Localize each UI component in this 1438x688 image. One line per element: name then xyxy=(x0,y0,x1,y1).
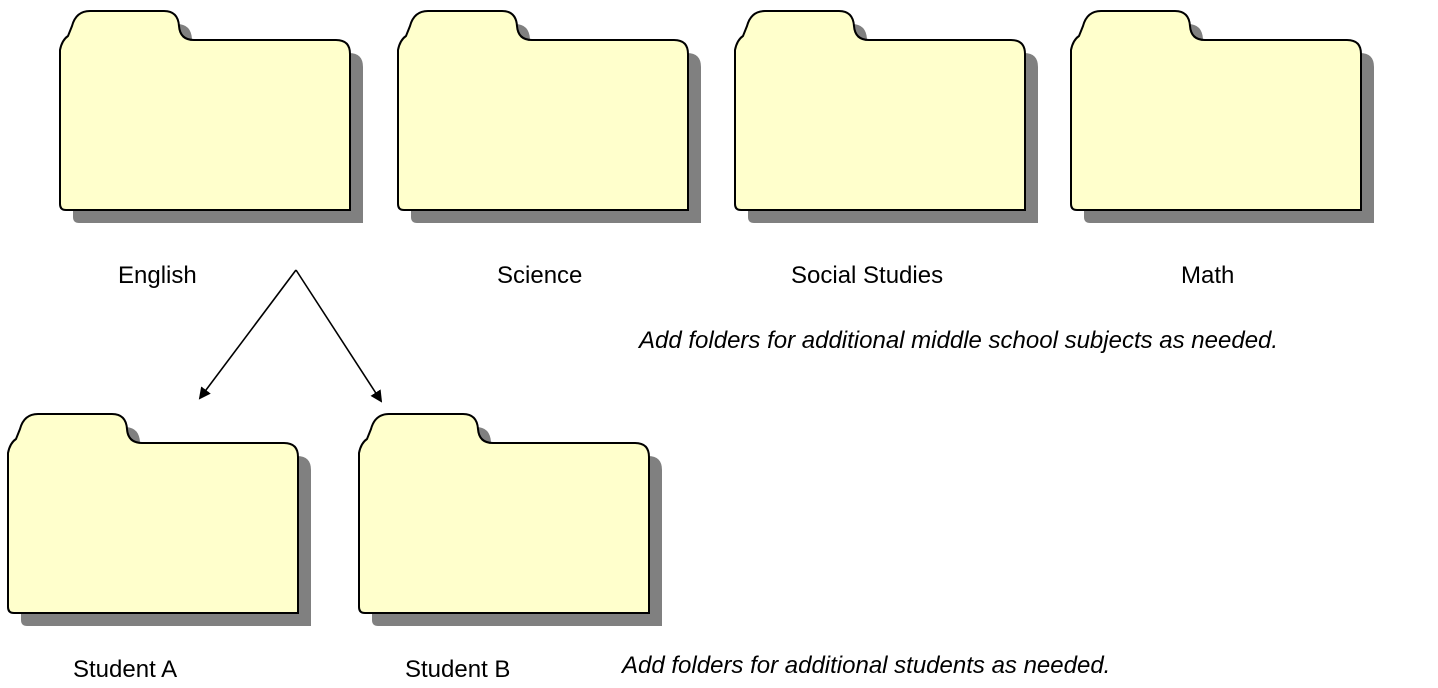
folder-social-studies-icon xyxy=(734,10,1038,223)
folder-english-icon xyxy=(59,10,363,223)
folder-body xyxy=(1070,10,1362,211)
folder-label-english: English xyxy=(118,262,197,289)
folder-student-a-icon xyxy=(7,413,311,626)
folder-label-student-a: Student A xyxy=(73,656,178,683)
folder-body xyxy=(59,10,351,211)
folder-math-icon xyxy=(1070,10,1374,223)
folder-body xyxy=(397,10,689,211)
students-note: Add folders for additional students as n… xyxy=(622,652,1111,679)
folder-body xyxy=(734,10,1026,211)
arrow-to-student-b xyxy=(295,269,383,403)
subjects-note: Add folders for additional middle school… xyxy=(639,327,1279,354)
folder-label-math: Math xyxy=(1181,262,1235,289)
folder-label-social-studies: Social Studies xyxy=(791,262,944,289)
folder-body xyxy=(7,413,299,614)
folder-body xyxy=(358,413,650,614)
arrow-to-student-a xyxy=(198,269,297,400)
arrows xyxy=(198,269,383,403)
folder-label-student-b: Student B xyxy=(405,656,511,683)
folder-student-b-icon xyxy=(358,413,662,626)
folder-science-icon xyxy=(397,10,701,223)
folder-label-science: Science xyxy=(497,262,583,289)
